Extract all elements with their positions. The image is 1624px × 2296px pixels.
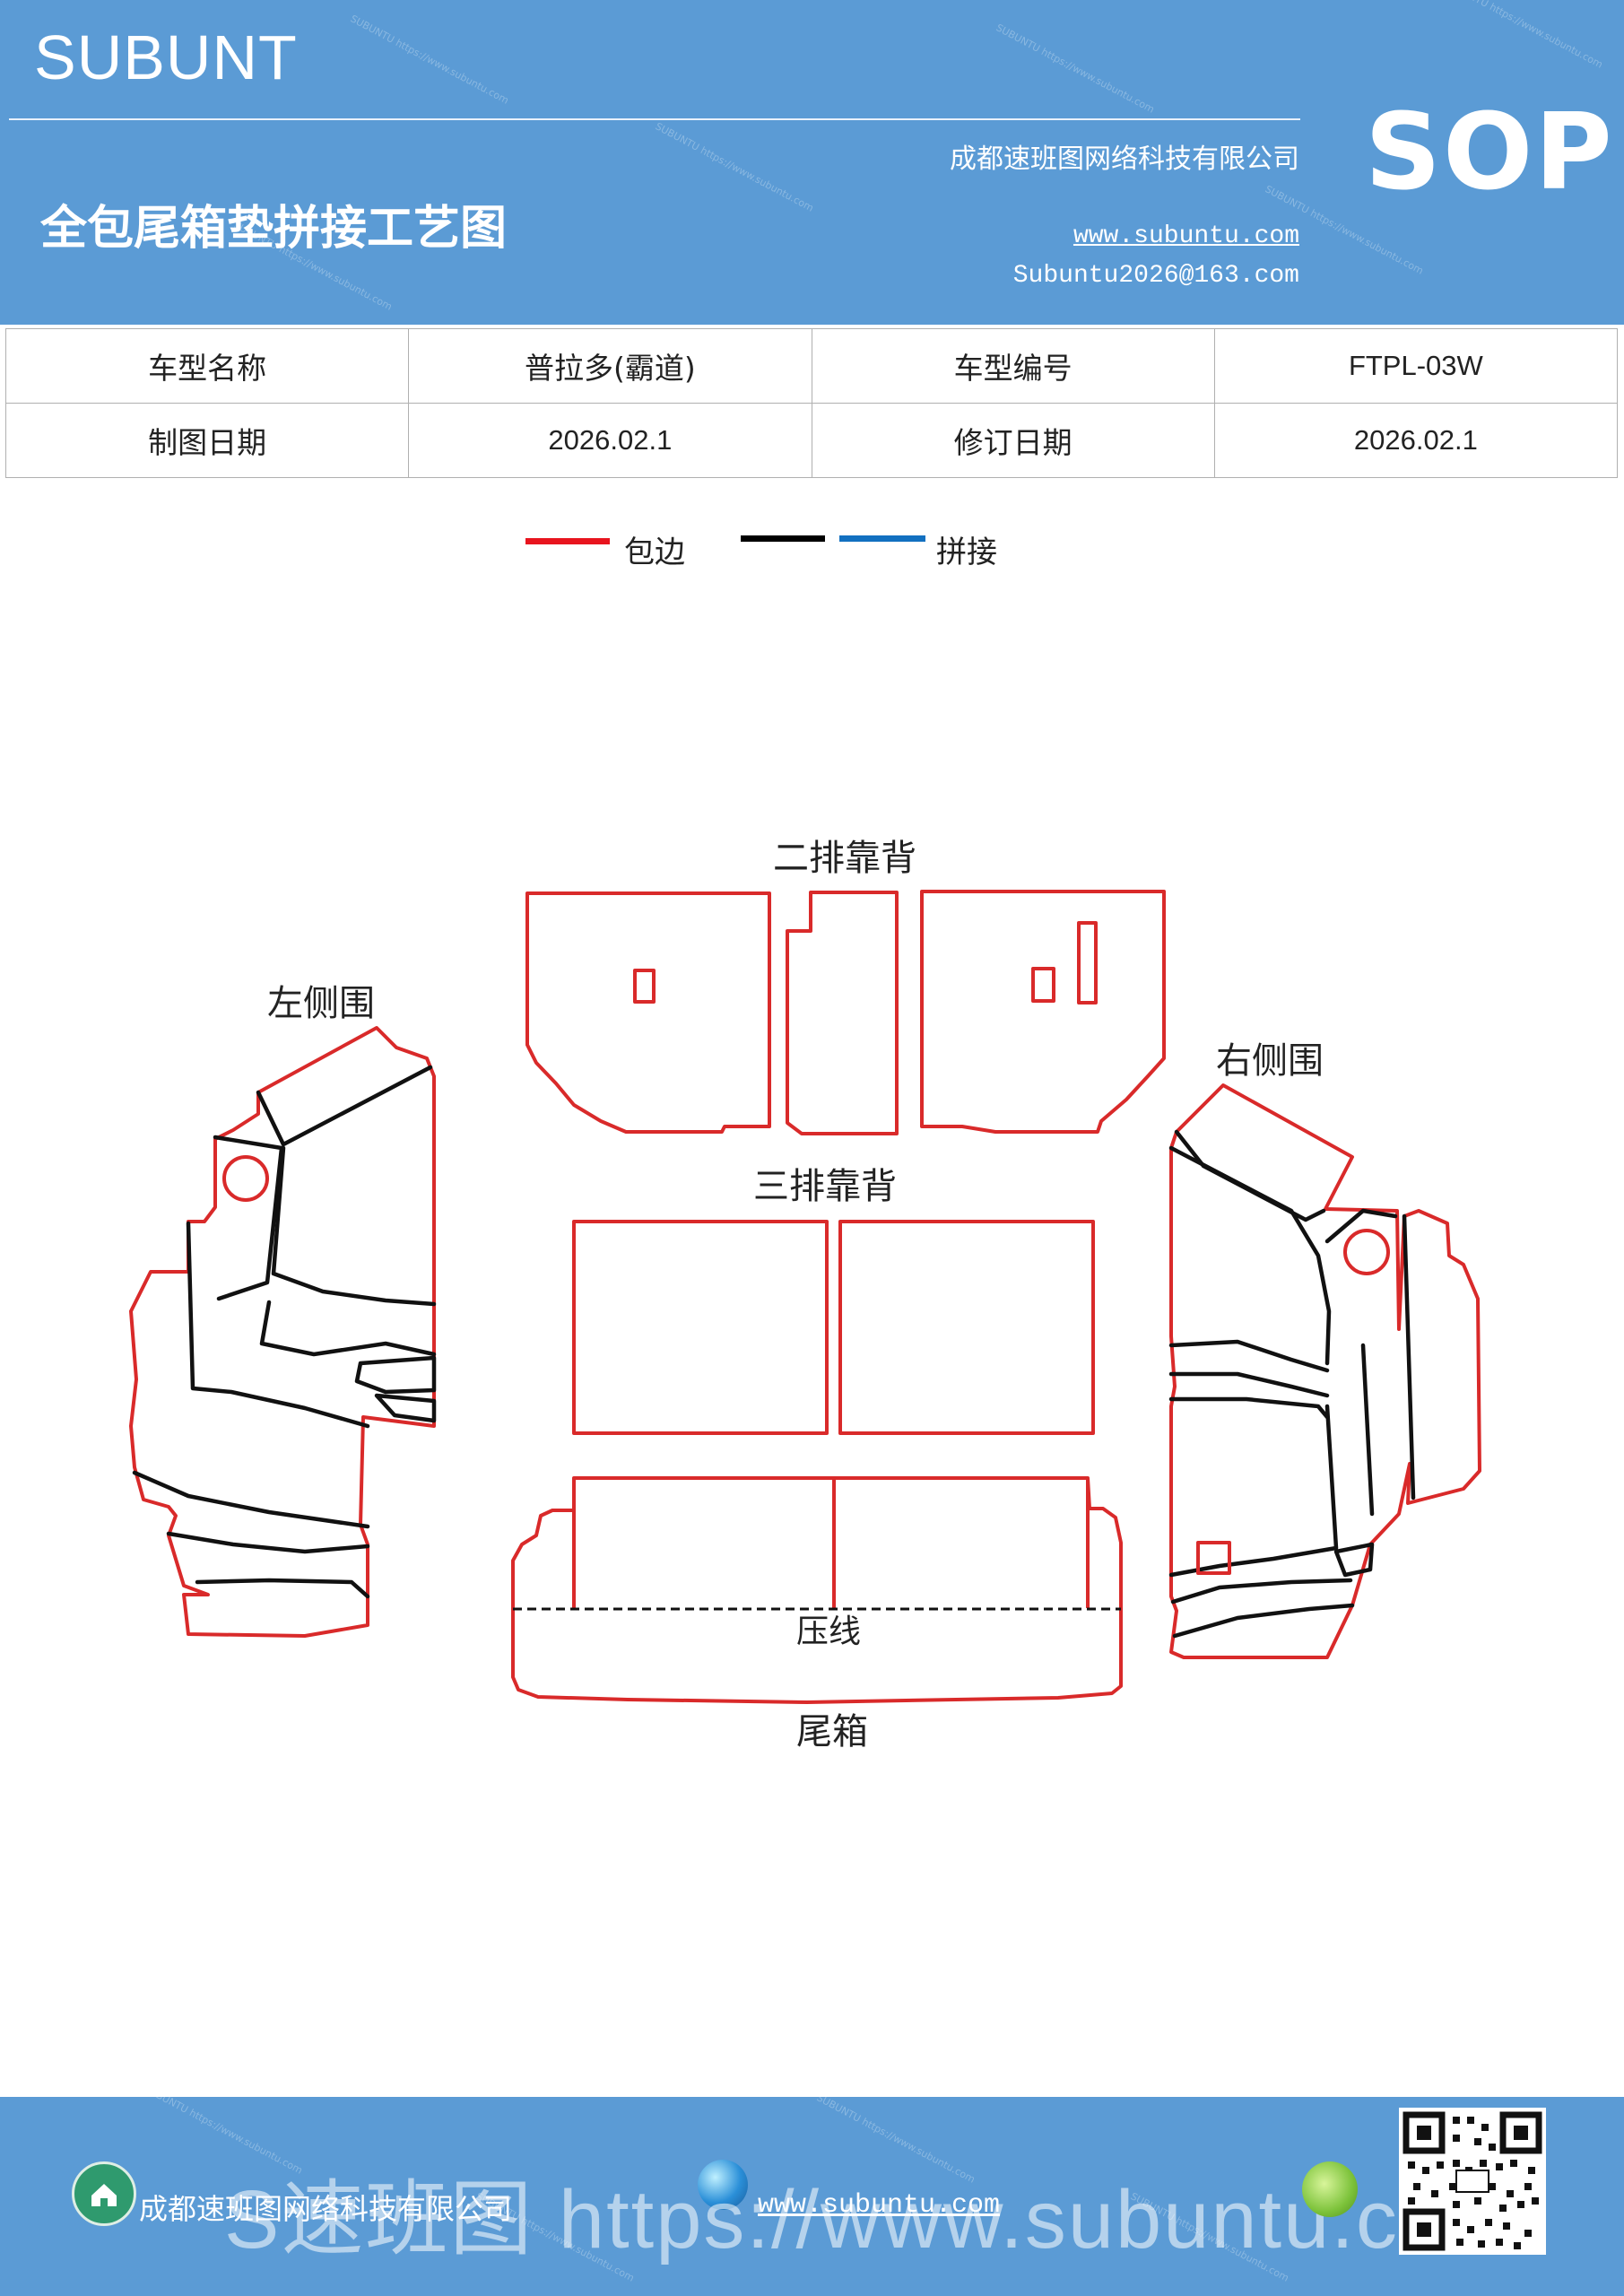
model-code-value: FTPL-03W: [1213, 328, 1619, 404]
document-title: 全包尾箱垫拼接工艺图: [40, 202, 508, 256]
left-seam: [256, 1065, 433, 1147]
trunk-outline: [511, 1476, 1123, 1704]
second-row-backrest: [525, 890, 1166, 1135]
right-seam: [1172, 1603, 1355, 1639]
company-name: 成都速班图网络科技有限公司: [950, 144, 1299, 175]
left-seam: [271, 1145, 437, 1307]
third-row-label: 三排靠背: [753, 1166, 897, 1207]
left-seam: [354, 1355, 437, 1395]
model-name-value: 普拉多(霸道): [408, 328, 812, 404]
left-seam: [195, 1578, 370, 1599]
footer-banner: SUBUNTU https://www.subuntu.com SUBUNTU …: [0, 2097, 1624, 2296]
right-side-small-hole: [1196, 1541, 1231, 1575]
right-seam: [1174, 1129, 1326, 1222]
brand-logo-text: SUBUNT: [34, 22, 298, 92]
left-seam: [374, 1393, 437, 1423]
right-side-label: 右侧围: [1216, 1040, 1324, 1082]
sop-badge: SOP: [1365, 90, 1614, 213]
right-seam: [1402, 1213, 1416, 1500]
table-row: 车型名称 普拉多(霸道) 车型编号 FTPL-03W: [4, 328, 1619, 404]
left-side-panel: [129, 1026, 437, 1638]
revise-date-value: 2026.02.1: [1213, 403, 1619, 478]
second-row-right-hole: [1031, 967, 1055, 1003]
left-seam: [132, 1470, 370, 1529]
model-code-label: 车型编号: [811, 328, 1215, 404]
legend-label-splice: 拼接: [936, 535, 997, 570]
qr-code: [1399, 2108, 1546, 2255]
right-seam: [1324, 1208, 1398, 1244]
model-name-label: 车型名称: [4, 328, 410, 404]
revise-date-label: 修订日期: [811, 403, 1215, 478]
third-row-right-panel: [838, 1220, 1095, 1435]
draw-date-value: 2026.02.1: [408, 403, 812, 478]
footer-watermark-overlay: S速班图 https://www.subuntu.com: [224, 2174, 1517, 2266]
left-side-outline: [129, 1026, 436, 1638]
left-seam: [186, 1221, 370, 1429]
header-divider: [9, 118, 1300, 120]
footer-website-link[interactable]: www.subuntu.com: [758, 2190, 1001, 2221]
right-seam: [1168, 1371, 1330, 1398]
left-seam: [213, 1135, 284, 1301]
left-seam: [166, 1531, 370, 1554]
email-address: Subuntu2026@163.com: [1012, 262, 1299, 290]
legend-blue-line: [839, 535, 925, 542]
left-seam: [259, 1300, 437, 1357]
header-banner: SUBUNTU https://www.subuntu.com SUBUNTU …: [0, 0, 1624, 325]
right-seam: [1168, 1404, 1339, 1578]
right-side-panel: [1168, 1083, 1481, 1659]
crease-label: 压线: [796, 1613, 861, 1650]
third-row-left-panel: [572, 1220, 829, 1435]
leaf-icon: [1302, 2161, 1358, 2217]
website-link[interactable]: www.subuntu.com: [1073, 222, 1299, 250]
right-seam: [1168, 1339, 1330, 1373]
trunk-floor: [511, 1476, 1123, 1704]
right-seam: [1333, 1542, 1375, 1578]
right-side-hole: [1343, 1229, 1390, 1275]
right-seam: [1168, 1145, 1332, 1366]
legend-label-binding: 包边: [624, 535, 685, 570]
footer-company-name: 成都速班图网络科技有限公司: [139, 2192, 513, 2226]
left-side-hole: [222, 1155, 269, 1202]
second-row-right-slot: [1077, 921, 1098, 1004]
line-legend: 包边 拼接: [0, 520, 1624, 574]
right-seam: [1168, 1396, 1330, 1420]
second-row-left-panel: [525, 891, 771, 1134]
right-side-outline: [1169, 1083, 1481, 1659]
globe-icon: [698, 2160, 748, 2210]
trunk-label: 尾箱: [796, 1711, 868, 1752]
second-row-middle-panel: [786, 891, 899, 1135]
second-row-right-panel: [920, 890, 1166, 1134]
left-side-label: 左侧围: [267, 983, 375, 1024]
draw-date-label: 制图日期: [4, 403, 410, 478]
building-icon: [72, 2161, 136, 2226]
third-row-backrest: [572, 1220, 1095, 1435]
second-row-label: 二排靠背: [773, 838, 916, 879]
right-seam: [1360, 1343, 1375, 1517]
table-row: 制图日期 2026.02.1 修订日期 2026.02.1: [4, 403, 1619, 478]
second-row-left-hole: [633, 969, 656, 1004]
right-seam: [1170, 1578, 1353, 1605]
vehicle-info-table: 车型名称 普拉多(霸道) 车型编号 FTPL-03W 制图日期 2026.02.…: [4, 328, 1619, 478]
legend-red-line: [525, 538, 610, 544]
legend-black-line: [741, 535, 825, 542]
